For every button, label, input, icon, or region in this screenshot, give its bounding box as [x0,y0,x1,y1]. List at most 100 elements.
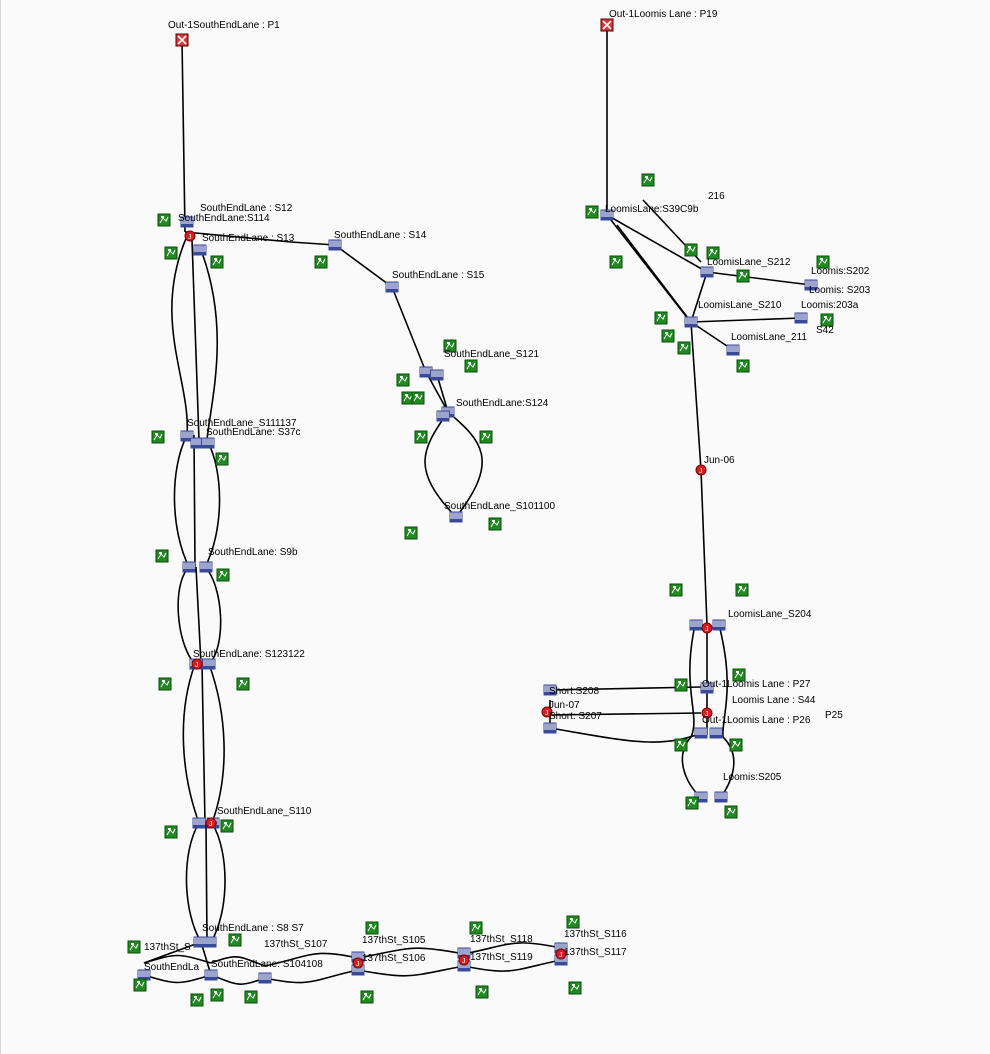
subcatchment-icon[interactable] [654,311,668,325]
conduit-link[interactable] [173,434,190,568]
subcatchment-icon[interactable] [488,517,502,531]
conduit-link[interactable] [182,663,200,824]
subcatchment-icon[interactable] [735,583,749,597]
subcatchment-icon[interactable] [220,819,234,833]
subcatchment-icon[interactable] [661,329,675,343]
conduit-link[interactable] [334,244,393,288]
subcatchment-icon[interactable] [736,359,750,373]
storage-unit-icon[interactable] [385,281,399,293]
conduit-link[interactable] [193,434,196,568]
subcatchment-icon[interactable] [164,246,178,260]
storage-unit-icon[interactable] [449,511,463,523]
conduit-link[interactable] [690,271,708,323]
junction-circle-icon[interactable]: J [352,957,364,969]
subcatchment-icon[interactable] [164,825,178,839]
conduit-link[interactable] [549,727,702,743]
subcatchment-icon[interactable] [215,452,229,466]
conduit-link[interactable] [690,321,734,351]
subcatchment-icon[interactable] [641,173,655,187]
conduit-link[interactable] [143,974,212,984]
subcatchment-icon[interactable] [677,341,691,355]
conduit-link[interactable] [706,271,812,286]
conduit-link[interactable] [264,952,359,967]
subcatchment-icon[interactable] [236,677,250,691]
conduit-link[interactable] [290,241,336,246]
storage-unit-icon[interactable] [600,209,614,221]
conduit-link[interactable] [205,822,208,943]
conduit-link[interactable] [606,214,708,273]
subcatchment-icon[interactable] [669,583,683,597]
subcatchment-icon[interactable] [475,985,489,999]
conduit-link[interactable] [204,566,222,665]
subcatchment-icon[interactable] [157,213,171,227]
storage-unit-icon[interactable] [694,727,708,739]
conduit-link[interactable] [191,239,200,441]
subcatchment-icon[interactable] [464,359,478,373]
storage-unit-icon[interactable] [328,239,342,251]
subcatchment-icon[interactable] [133,978,147,992]
junction-circle-icon[interactable]: J [205,817,217,829]
subcatchment-icon[interactable] [443,339,457,353]
junction-circle-icon[interactable]: J [555,948,567,960]
subcatchment-icon[interactable] [411,391,425,405]
conduit-link[interactable] [208,663,225,824]
subcatchment-icon[interactable] [585,205,599,219]
subcatchment-icon[interactable] [469,921,483,935]
storage-unit-icon[interactable] [193,244,207,256]
storage-unit-icon[interactable] [203,936,217,948]
conduit-link[interactable] [201,663,206,824]
conduit-link[interactable] [549,712,702,716]
conduit-link[interactable] [264,969,359,984]
conduit-link[interactable] [463,942,562,955]
conduit-link[interactable] [689,624,696,738]
conduit-link[interactable] [204,439,221,568]
conduit-link[interactable] [195,566,202,665]
subcatchment-icon[interactable] [151,430,165,444]
subcatchment-icon[interactable] [396,373,410,387]
conduit-link[interactable] [718,624,729,738]
storage-unit-icon[interactable] [419,366,433,378]
storage-unit-icon[interactable] [430,369,444,381]
subcatchment-icon[interactable] [566,915,580,929]
storage-unit-icon[interactable] [700,266,714,278]
junction-circle-icon[interactable]: J [701,622,713,634]
storage-unit-icon[interactable] [190,437,204,449]
subcatchment-icon[interactable] [706,246,720,260]
subcatchment-icon[interactable] [210,988,224,1002]
conduit-link[interactable] [690,317,802,323]
storage-unit-icon[interactable] [180,430,194,442]
conduit-link[interactable] [463,959,562,972]
subcatchment-icon[interactable] [609,255,623,269]
conduit-link[interactable] [424,411,457,518]
storage-unit-icon[interactable] [180,216,194,228]
subcatchment-icon[interactable] [732,668,746,682]
subcatchment-icon[interactable] [724,805,738,819]
conduit-link[interactable] [616,224,692,323]
conduit-link[interactable] [436,374,449,413]
storage-unit-icon[interactable] [804,279,818,291]
subcatchment-icon[interactable] [404,526,418,540]
subcatchment-icon[interactable] [216,568,230,582]
junction-circle-icon[interactable]: J [458,954,470,966]
conduit-link[interactable] [200,249,219,441]
subcatchment-icon[interactable] [244,990,258,1004]
junction-circle-icon[interactable]: J [184,230,196,242]
subcatchment-icon[interactable] [568,981,582,995]
outfall-x-icon[interactable] [175,33,189,47]
conduit-link[interactable] [181,39,186,233]
storage-unit-icon[interactable] [726,344,740,356]
storage-unit-icon[interactable] [201,437,215,449]
storage-unit-icon[interactable] [712,619,726,631]
conduit-link[interactable] [184,231,292,243]
conduit-link[interactable] [177,566,196,665]
subcatchment-icon[interactable] [360,990,374,1004]
storage-unit-icon[interactable] [700,682,714,694]
junction-circle-icon[interactable]: J [701,707,713,719]
subcatchment-icon[interactable] [127,940,141,954]
storage-unit-icon[interactable] [794,312,808,324]
conduit-link[interactable] [357,965,465,977]
storage-unit-icon[interactable] [689,619,703,631]
subcatchment-icon[interactable] [210,255,224,269]
conduit-link[interactable] [210,974,266,985]
